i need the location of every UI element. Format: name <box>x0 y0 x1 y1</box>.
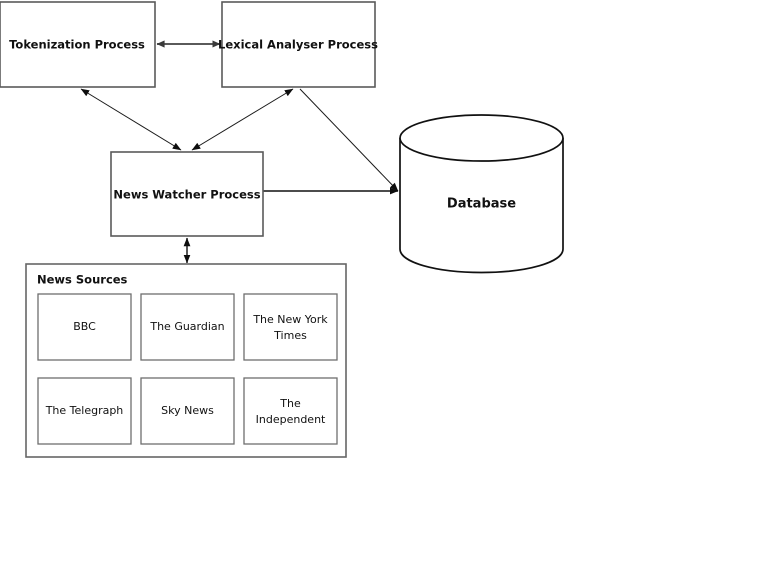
news-source-label-the-guardian: The Guardian <box>149 320 224 333</box>
news-source-item-the-guardian[interactable]: The Guardian <box>140 293 235 361</box>
news-watcher-process-label: News Watcher Process <box>113 188 260 202</box>
tokenization-process-label: Tokenization Process <box>9 38 145 52</box>
news-source-label-the-telegraph: The Telegraph <box>45 404 124 417</box>
news-source-label-sky-news: Sky News <box>161 404 214 417</box>
node-database-cylinder[interactable]: Database <box>399 114 564 274</box>
news-source-item-the-new-york-times[interactable]: The New York Times <box>243 293 338 361</box>
news-source-item-bbc[interactable]: BBC <box>37 293 132 361</box>
news-source-label-bbc: BBC <box>73 320 96 333</box>
news-sources-panel-title: News Sources <box>37 273 128 287</box>
news-source-item-sky-news[interactable]: Sky News <box>140 377 235 445</box>
news-source-label-the-independent-line1: The <box>279 397 301 410</box>
news-source-label-the-new-york-times-line1: The New York <box>252 313 328 326</box>
node-tokenization-process[interactable]: Tokenization Process <box>0 1 156 88</box>
connector-news-watcher-tokenization <box>80 88 182 151</box>
news-sources-panel[interactable]: News Sources BBC The Guardian The New Yo… <box>25 263 347 458</box>
news-source-label-the-independent-line2: Independent <box>256 413 326 426</box>
database-label: Database <box>447 197 516 212</box>
connector-layer <box>80 40 399 264</box>
news-source-label-the-new-york-times-line2: Times <box>273 329 307 342</box>
news-source-item-the-independent[interactable]: The Independent <box>243 377 338 445</box>
node-lexical-analyser-process[interactable]: Lexical Analyser Process <box>218 1 378 88</box>
node-news-watcher-process[interactable]: News Watcher Process <box>110 151 264 237</box>
connector-lexical-database <box>299 88 399 192</box>
lexical-analyser-process-label: Lexical Analyser Process <box>218 38 378 52</box>
news-source-item-the-telegraph[interactable]: The Telegraph <box>37 377 132 445</box>
database-cylinder-body <box>399 138 564 274</box>
database-cylinder-top <box>399 114 564 162</box>
connector-news-watcher-lexical <box>191 88 294 151</box>
